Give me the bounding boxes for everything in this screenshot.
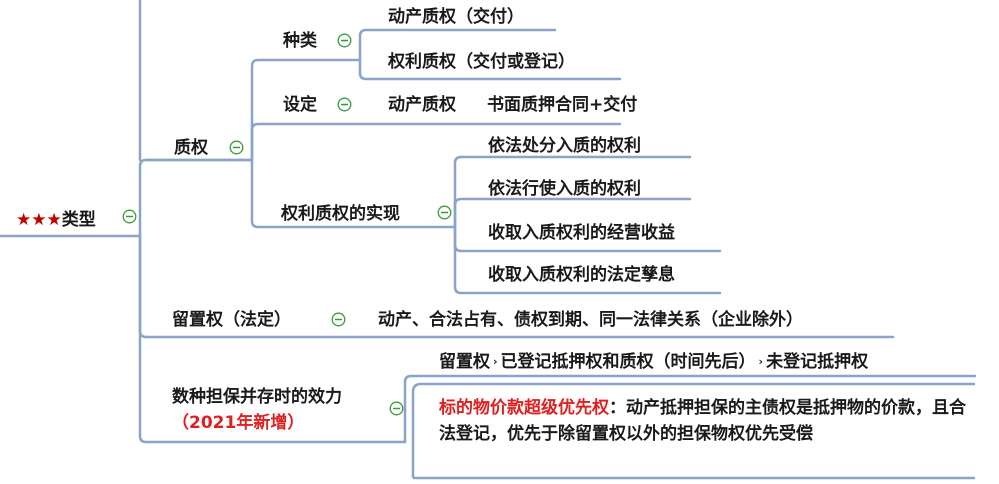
node-zhonglei[interactable]: 种类 (283, 31, 317, 51)
root-node[interactable]: ★★★类型 (16, 209, 96, 231)
root-label: 类型 (61, 210, 96, 230)
leaf-shixian-2[interactable]: 依法行使入质的权利 (488, 179, 641, 199)
leaf-shixian-3[interactable]: 收取入质权利的经营收益 (488, 223, 675, 243)
node-sheding[interactable]: 设定 (283, 95, 317, 115)
node-liuzhi[interactable]: 留置权（法定） (172, 310, 291, 330)
order-item-2: 已登记抵押权和质权（时间先后） (500, 352, 756, 372)
collapse-toggle-icon[interactable] (229, 140, 244, 155)
super-priority-colon: ： (609, 398, 626, 418)
leaf-super-priority[interactable]: 标的物价款超级优先权：动产抵押担保的主债权是抵押物的价款，且合法登记，优先于除留… (439, 395, 967, 447)
node-xiaoli[interactable]: 数种担保并存时的效力 (172, 387, 342, 407)
node-sheding-sub[interactable]: 动产质权 (388, 95, 456, 115)
collapse-toggle-icon[interactable] (337, 33, 352, 48)
leaf-shixian-4[interactable]: 收取入质权利的法定孳息 (488, 265, 675, 285)
rating-stars: ★★★ (16, 210, 62, 230)
leaf-sheding-detail[interactable]: 书面质押合同+交付 (487, 95, 638, 115)
node-xiaoli-note: （2021年新增） (172, 413, 305, 433)
order-separator: › (493, 355, 498, 368)
collapse-toggle-icon[interactable] (337, 97, 352, 112)
node-shixian[interactable]: 权利质权的实现 (281, 204, 400, 224)
collapse-toggle-icon[interactable] (437, 205, 452, 220)
leaf-quanli-zhiquan[interactable]: 权利质权（交付或登记） (388, 52, 575, 72)
collapse-toggle-icon[interactable] (389, 401, 404, 416)
collapse-toggle-icon[interactable] (331, 312, 346, 327)
leaf-priority-order[interactable]: 留置权›已登记抵押权和质权（时间先后）›未登记抵押权 (439, 351, 868, 373)
order-separator: › (758, 355, 764, 368)
leaf-shixian-1[interactable]: 依法处分入质的权利 (488, 136, 641, 156)
order-item-1: 留置权 (439, 352, 490, 372)
leaf-liuzhi-detail[interactable]: 动产、合法占有、债权到期、同一法律关系（企业除外） (378, 310, 803, 330)
collapse-toggle-icon[interactable] (122, 209, 137, 224)
node-zhiquan[interactable]: 质权 (174, 138, 208, 158)
super-priority-text: 动产抵押担保的主债权是抵押物的价款，且合法登记，优先于除留置权以外的担保物权优先… (439, 398, 966, 444)
leaf-dongchan-zhiquan[interactable]: 动产质权（交付） (388, 7, 524, 27)
super-priority-title: 标的物价款超级优先权 (439, 398, 609, 418)
order-item-3: 未登记抵押权 (766, 352, 869, 372)
